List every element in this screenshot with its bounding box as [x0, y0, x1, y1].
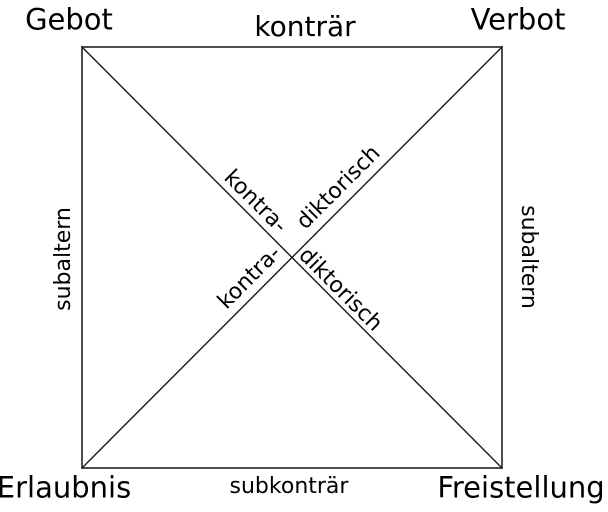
corner-label-verbot: Verbot [470, 2, 566, 37]
corner-label-gebot: Gebot [25, 2, 113, 37]
square-outline [81, 46, 503, 469]
edge-label-subaltern-right: subaltern [516, 205, 541, 309]
edge-label-subaltern-left: subaltern [51, 207, 76, 311]
corner-label-freistellung: Freistellung [437, 470, 605, 505]
corner-label-erlaubnis: Erlaubnis [0, 470, 132, 505]
diagonal-erlaubnis-verbot-line [81, 46, 503, 469]
edge-label-subkontraer: subkonträr [229, 474, 349, 499]
edge-label-kontraer: konträr [254, 10, 356, 43]
